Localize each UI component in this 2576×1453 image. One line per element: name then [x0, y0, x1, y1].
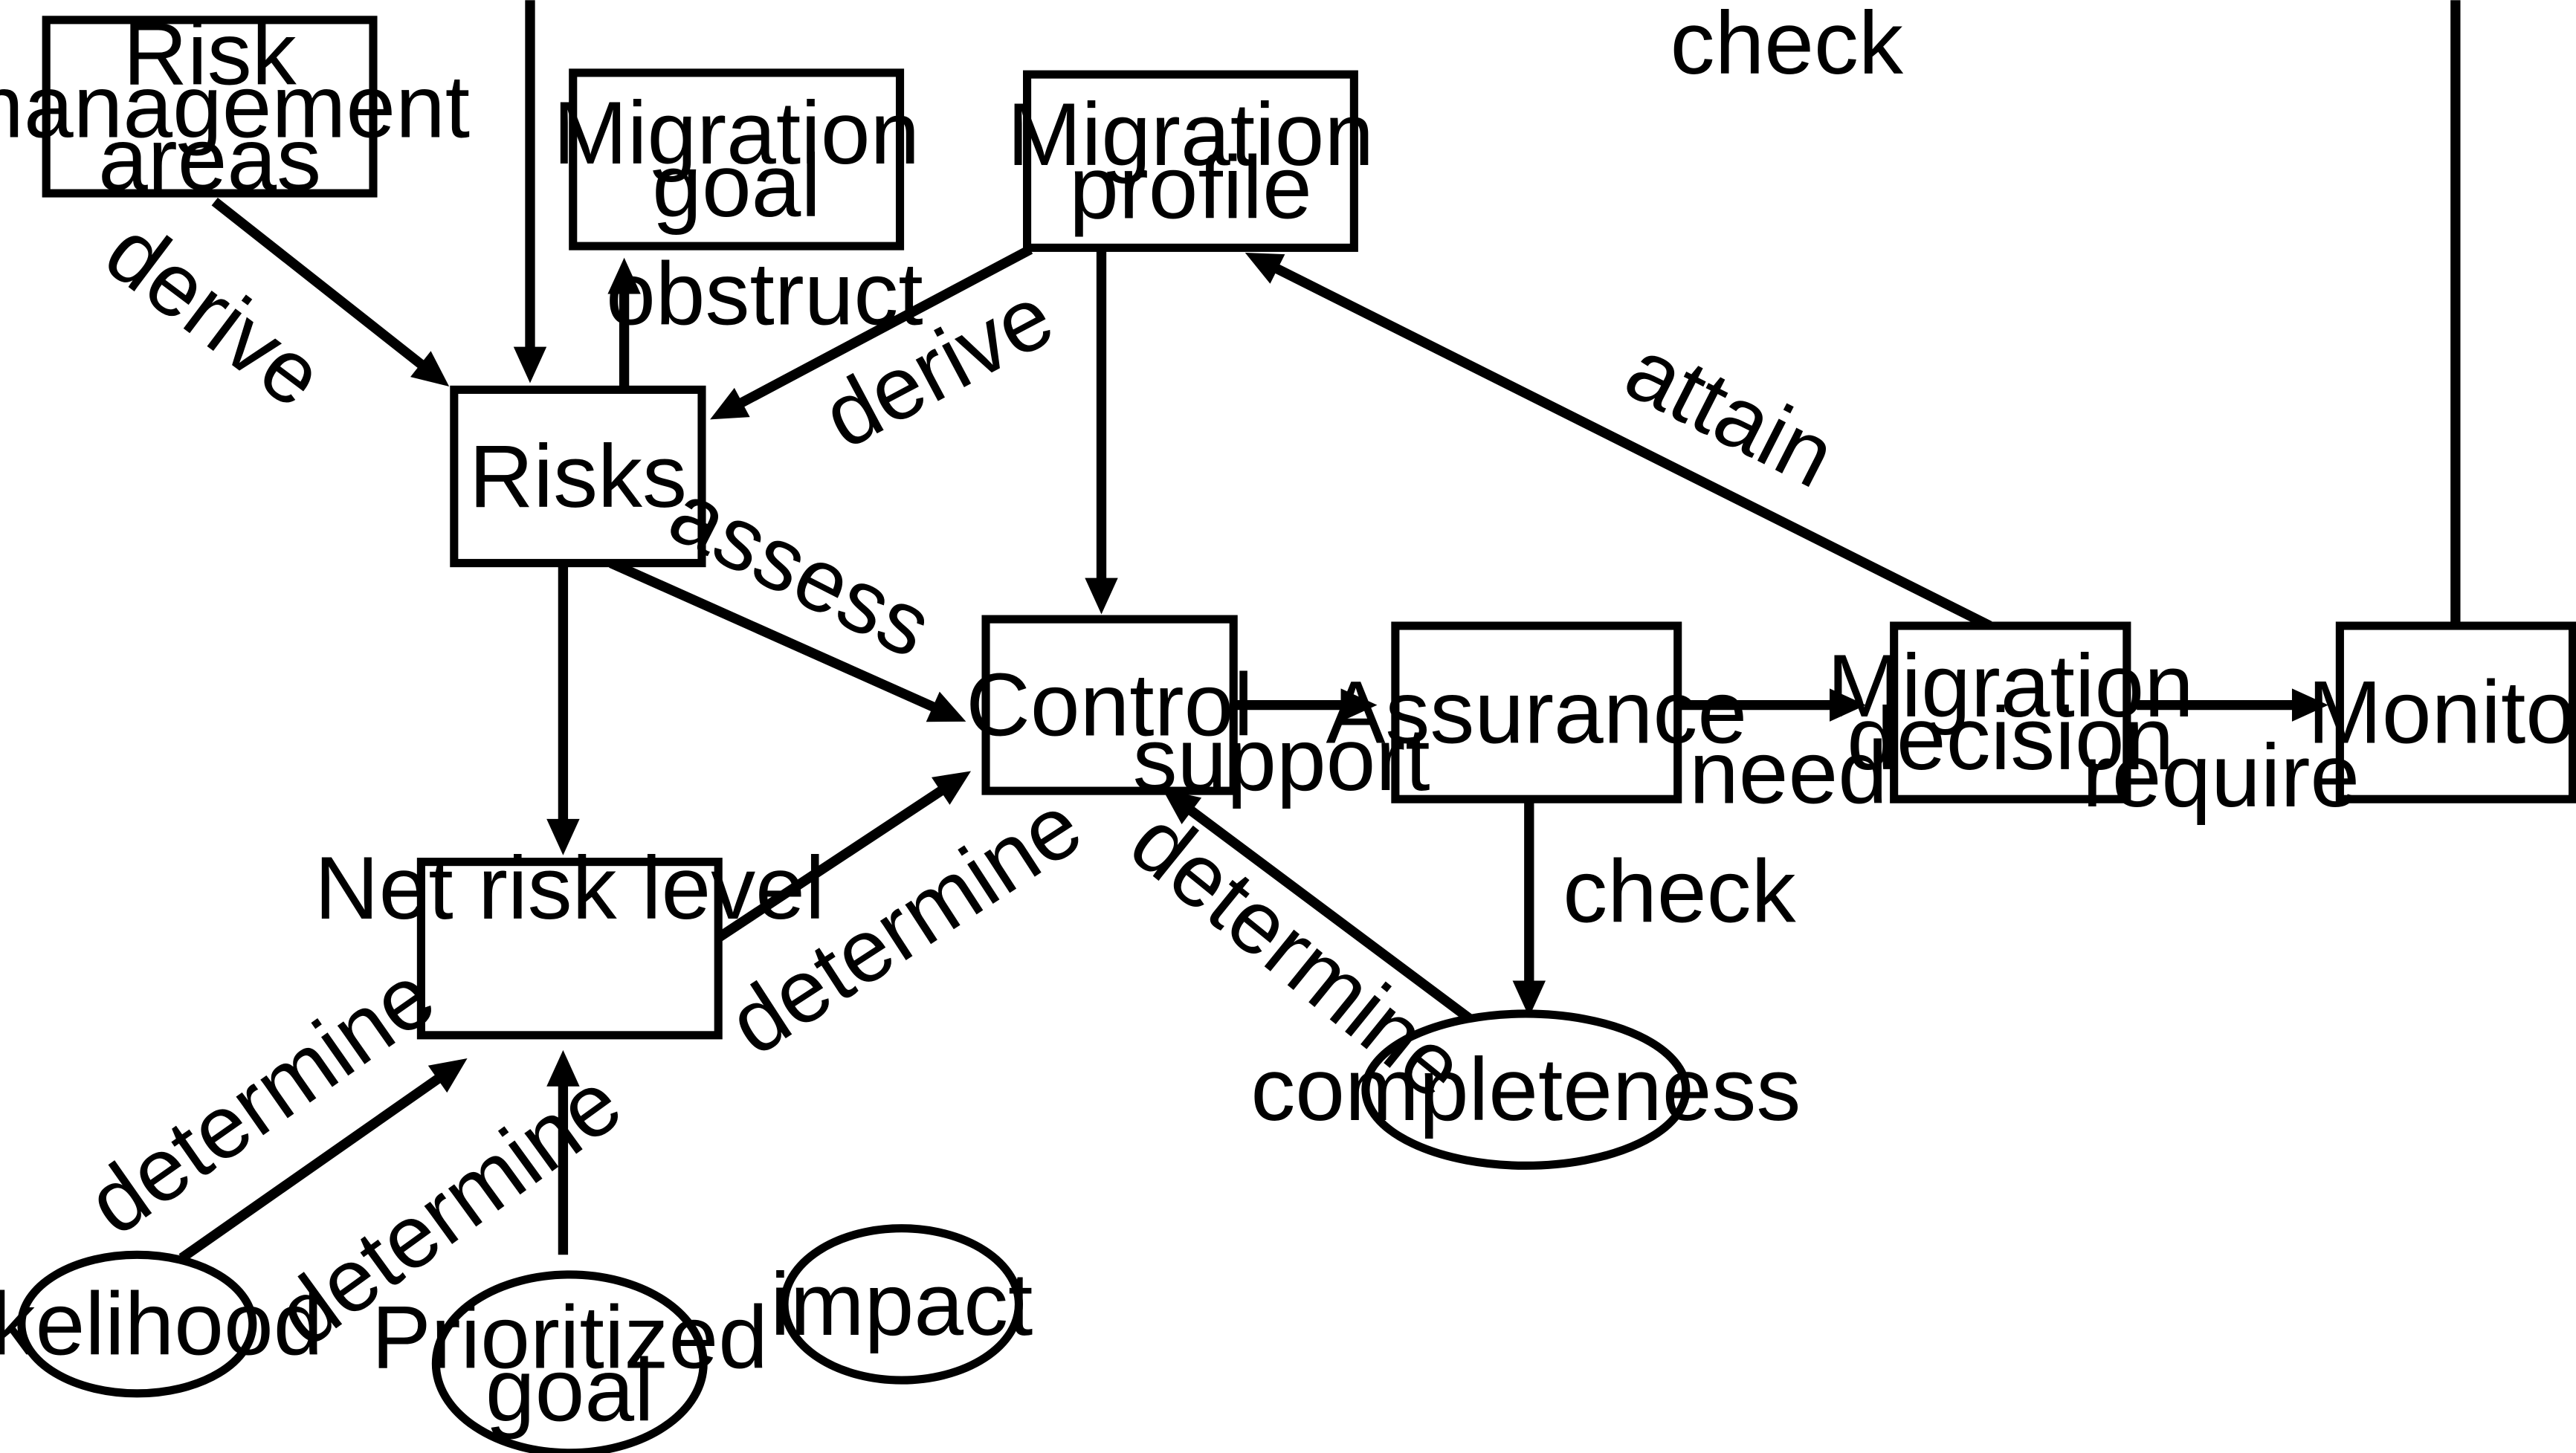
- node-ellipse: [17, 1250, 257, 1398]
- node-box: [416, 858, 723, 1040]
- edge-line: [737, 245, 1033, 409]
- node-label-line: Risk: [123, 4, 297, 103]
- node-label-line: decision: [1847, 689, 2174, 789]
- arrowhead-icon: [1340, 688, 1378, 722]
- edge-risks-to-control: [513, 0, 547, 384]
- edge-assurance-to-completeness: [2137, 688, 2328, 722]
- edge-control-to-assurance: [1085, 249, 1118, 615]
- node-label-line: Monitor: [2308, 663, 2576, 763]
- node-completeness: completeness: [1250, 1009, 1801, 1170]
- edge-label: derive: [88, 201, 342, 427]
- edge-migration-decision-to-monitor: [1677, 688, 1866, 722]
- node-label-line: Migration: [1827, 636, 2194, 736]
- node-label-line: goal: [485, 1340, 654, 1440]
- edge-impact-to-net-risk-level: [546, 1049, 580, 1255]
- node-label-line: likelihood: [0, 1275, 323, 1374]
- edge-line: [178, 1072, 444, 1263]
- node-box: [42, 16, 378, 198]
- arrowhead-icon: [427, 1058, 468, 1093]
- arrowhead-icon: [932, 771, 972, 805]
- node-likelihood: likelihood: [0, 1250, 323, 1398]
- edge-label: support: [1133, 710, 1430, 809]
- arrowhead-icon: [710, 387, 750, 420]
- node-box: [569, 68, 905, 250]
- node-assurance: Assurance: [1326, 621, 1747, 803]
- node-label-line: Migration: [1007, 85, 1374, 184]
- edge-line: [609, 558, 938, 713]
- edge-net-risk-level-to-control: [1162, 789, 1473, 1023]
- edge-migration-profile-to-control: [546, 563, 580, 855]
- node-label-line: management: [0, 56, 470, 156]
- node-box: [1890, 621, 2131, 803]
- edge-likelihood-to-net-risk-level: [715, 771, 972, 942]
- edge-assurance-to-migration-decision: [1233, 688, 1378, 722]
- node-label-line: goal: [652, 136, 821, 236]
- arrowhead-icon: [926, 691, 966, 722]
- node-risks: Risks: [450, 385, 706, 568]
- arrowhead-icon: [2291, 688, 2328, 722]
- node-label-line: Risks: [469, 427, 687, 526]
- edge-label: attain: [1611, 319, 1850, 507]
- node-box: [981, 615, 1238, 795]
- arrowhead-icon: [1245, 253, 1285, 284]
- edge-line: [1186, 805, 1473, 1023]
- node-label-line: completeness: [1250, 1040, 1801, 1139]
- edge-label: require: [2082, 726, 2360, 826]
- arrowhead-icon: [410, 351, 450, 386]
- edge-completeness-to-control: [1512, 799, 1546, 1017]
- edges-layer: [178, 0, 2461, 1263]
- node-box: [450, 385, 706, 568]
- arrowhead-icon: [1512, 980, 1546, 1017]
- arrowhead-icon: [513, 346, 547, 384]
- edge-prioritized-goal-to-net-risk-level: [178, 1058, 468, 1263]
- edge-label: check: [1670, 0, 1904, 93]
- edge-label: check: [1563, 842, 1796, 942]
- edge-label: need: [1689, 723, 1888, 823]
- node-ellipse: [1361, 1009, 1691, 1170]
- edge-migration-profile-to-risks: [710, 245, 1033, 420]
- edge-line: [1272, 262, 1992, 630]
- node-box: [1391, 621, 1682, 803]
- arrowhead-icon: [607, 257, 641, 294]
- node-label-line: Prioritized: [372, 1287, 768, 1387]
- node-label-line: areas: [98, 110, 321, 210]
- arrowhead-icon: [1830, 688, 1866, 722]
- node-impact: impact: [770, 1224, 1033, 1385]
- node-net-risk-level: Net risk level: [314, 838, 825, 1040]
- edge-risks-to-net-risk-level: [609, 558, 966, 722]
- arrowhead-icon: [546, 1049, 580, 1087]
- node-box: [2335, 621, 2576, 803]
- arrowhead-icon: [1085, 577, 1118, 615]
- edge-risk-management-areas-to-risks: [211, 197, 450, 386]
- edge-migration-decision-to-migration-profile: [1245, 253, 1992, 630]
- arrowhead-icon: [546, 818, 580, 855]
- node-label-line: Net risk level: [314, 838, 824, 938]
- node-control: Control: [966, 615, 1253, 795]
- node-ellipse: [780, 1224, 1024, 1385]
- edge-line: [715, 785, 946, 942]
- edge-risks-to-migration-goal: [607, 257, 641, 390]
- node-label-line: Migration: [553, 83, 920, 183]
- edge-line: [211, 197, 427, 370]
- node-label-line: Assurance: [1326, 663, 1747, 763]
- node-label-line: impact: [770, 1255, 1033, 1354]
- node-monitor: Monitor: [2308, 621, 2576, 803]
- node-label-line: profile: [1069, 137, 1312, 237]
- node-box: [1023, 70, 1358, 252]
- edge-label: obstruct: [606, 245, 923, 344]
- arrowhead-icon: [1162, 789, 1202, 824]
- node-label-line: Control: [966, 656, 1253, 755]
